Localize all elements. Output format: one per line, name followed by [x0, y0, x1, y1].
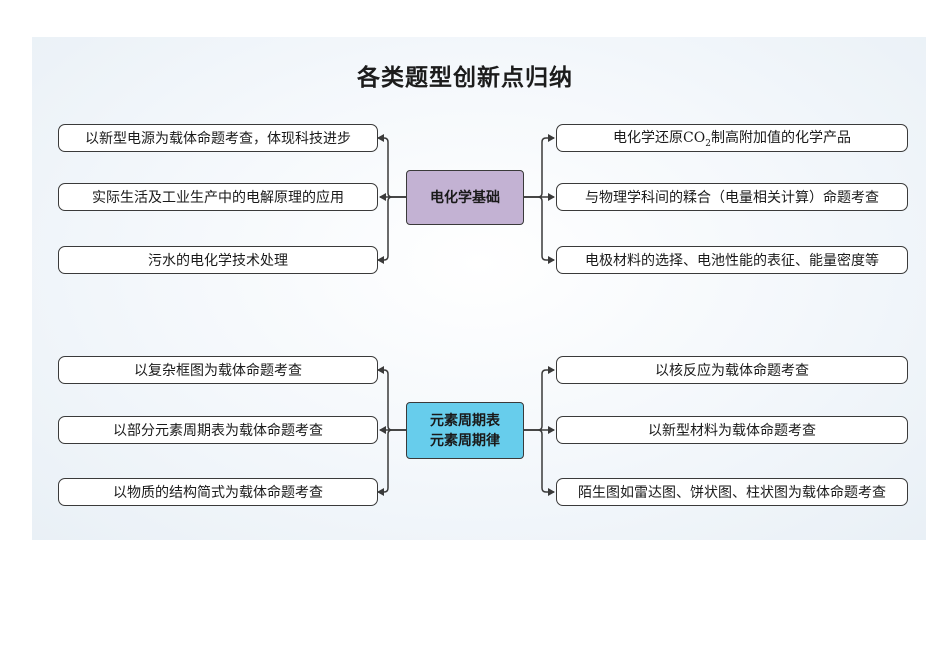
node-label: 以核反应为载体命题考查 — [655, 363, 809, 379]
link-g2-left-3 — [377, 429, 406, 496]
node-label: 以部分元素周期表为载体命题考查 — [113, 423, 323, 439]
g2-right-node-1: 以核反应为载体命题考查 — [556, 356, 908, 384]
g1-left-node-1: 以新型电源为载体命题考查，体现科技进步 — [58, 124, 378, 152]
g1-left-node-3: 污水的电化学技术处理 — [58, 246, 378, 274]
g2-left-node-2: 以部分元素周期表为载体命题考查 — [58, 416, 378, 444]
node-label: 以物质的结构简式为载体命题考查 — [113, 485, 323, 501]
g1-left-node-2: 实际生活及工业生产中的电解原理的应用 — [58, 183, 378, 211]
g2-right-node-2: 以新型材料为载体命题考查 — [556, 416, 908, 444]
g2-left-node-3: 以物质的结构简式为载体命题考查 — [58, 478, 378, 506]
diagram-title: 各类题型创新点归纳 — [357, 65, 573, 91]
link-g2-left-1 — [377, 366, 406, 431]
g1-right-node-2: 与物理学科间的糅合（电量相关计算）命题考查 — [556, 183, 908, 211]
node-label: 与物理学科间的糅合（电量相关计算）命题考查 — [585, 190, 879, 206]
node-label: 实际生活及工业生产中的电解原理的应用 — [92, 190, 344, 206]
node-label: 陌生图如雷达图、饼状图、柱状图为载体命题考查 — [578, 485, 886, 501]
link-g1-right-1 — [524, 134, 555, 198]
node-label: 污水的电化学技术处理 — [148, 253, 288, 269]
node-label: 电化学还原CO2制高附加值的化学产品 — [613, 130, 851, 149]
link-g1-right-3 — [524, 196, 555, 264]
node-label: 以新型电源为载体命题考查，体现科技进步 — [85, 131, 351, 147]
g1-right-node-3: 电极材料的选择、电池性能的表征、能量密度等 — [556, 246, 908, 274]
node-label: 电极材料的选择、电池性能的表征、能量密度等 — [585, 253, 879, 269]
center-node-label-line1: 元素周期表 — [430, 412, 500, 429]
link-g1-left-3 — [377, 196, 406, 264]
node-label: 以新型材料为载体命题考查 — [648, 423, 816, 439]
g2-left-node-1: 以复杂框图为载体命题考查 — [58, 356, 378, 384]
link-g1-left-1 — [377, 134, 406, 198]
node-label: 以复杂框图为载体命题考查 — [134, 363, 302, 379]
g1-right-node-1: 电化学还原CO2制高附加值的化学产品 — [556, 124, 908, 152]
g2-right-node-3: 陌生图如雷达图、饼状图、柱状图为载体命题考查 — [556, 478, 908, 506]
center-node-electrochemistry: 电化学基础 — [406, 170, 524, 225]
center-node-periodic-table: 元素周期表 元素周期律 — [406, 402, 524, 459]
center-node-label-line2: 元素周期律 — [430, 432, 500, 449]
link-g2-right-3 — [524, 429, 555, 496]
center-node-label: 电化学基础 — [430, 189, 500, 206]
link-g2-right-1 — [524, 366, 555, 431]
